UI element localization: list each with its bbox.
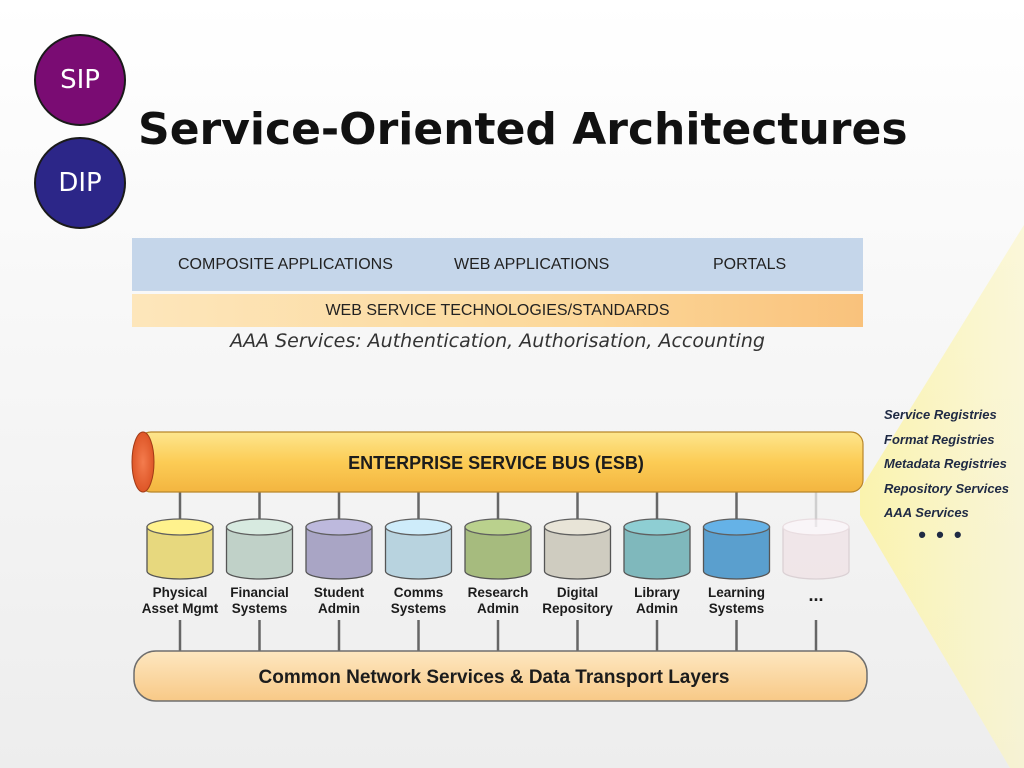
service-label-line1: Learning	[708, 585, 765, 600]
esb-label: ENTERPRISE SERVICE BUS (ESB)	[348, 453, 644, 473]
side-list-item: Metadata Registries	[884, 456, 1007, 471]
service-cylinder	[782, 518, 850, 580]
web-service-standards-band: WEB SERVICE TECHNOLOGIES/STANDARDS	[132, 294, 863, 327]
service-label-line2: Systems	[391, 601, 447, 616]
side-list-item: Service Registries	[884, 407, 997, 422]
esb-pipe: ENTERPRISE SERVICE BUS (ESB)	[131, 431, 864, 493]
service-label-line2: Repository	[542, 601, 613, 616]
sip-badge: SIP	[34, 34, 126, 126]
esb-pipe-cap	[131, 431, 155, 493]
service-label-line1: Financial	[230, 585, 289, 600]
side-list-item: Format Registries	[884, 431, 995, 447]
page-title: Service-Oriented Architectures	[138, 104, 908, 155]
service-label-line2: Systems	[232, 601, 288, 616]
composite-applications-label: COMPOSITE APPLICATIONS	[178, 255, 393, 273]
aaa-services-line: AAA Services: Authentication, Authorisat…	[230, 330, 765, 352]
dip-badge: DIP	[34, 137, 126, 229]
network-label: Common Network Services & Data Transport…	[259, 667, 730, 688]
service-label-line1: Physical	[153, 585, 208, 600]
service-cylinder	[384, 518, 453, 580]
applications-band: COMPOSITE APPLICATIONS WEB APPLICATIONS …	[132, 238, 863, 291]
service-cylinder	[702, 518, 771, 580]
side-list-item: Repository Services	[884, 480, 1010, 496]
network-bar: Common Network Services & Data Transport…	[133, 650, 868, 702]
service-label-line1: Student	[314, 585, 365, 600]
service-label-line2: Admin	[636, 601, 678, 616]
service-cylinder	[543, 518, 612, 580]
service-label-line2: Asset Mgmt	[142, 601, 219, 616]
registry-services-list: Service Registries Format Registries Met…	[884, 403, 1010, 547]
service-cylinder	[305, 518, 373, 580]
service-cylinder	[146, 518, 214, 580]
service-cylinder	[225, 518, 294, 580]
web-applications-label: WEB APPLICATIONS	[454, 255, 610, 273]
service-label-line1: Digital	[557, 585, 598, 600]
service-label-line2: Systems	[709, 601, 765, 616]
service-label-line1: ...	[808, 585, 823, 605]
service-label-line1: Library	[634, 585, 680, 600]
service-label-line1: Research	[468, 585, 529, 600]
service-cylinder	[623, 518, 691, 580]
portals-label: PORTALS	[713, 255, 787, 273]
side-list-item: AAA Services	[884, 505, 969, 520]
service-cylinder	[464, 518, 532, 580]
more-ellipsis: • • •	[918, 521, 964, 547]
service-label-line2: Admin	[318, 601, 360, 616]
service-label-line2: Admin	[477, 601, 519, 616]
service-label-line1: Comms	[394, 585, 444, 600]
